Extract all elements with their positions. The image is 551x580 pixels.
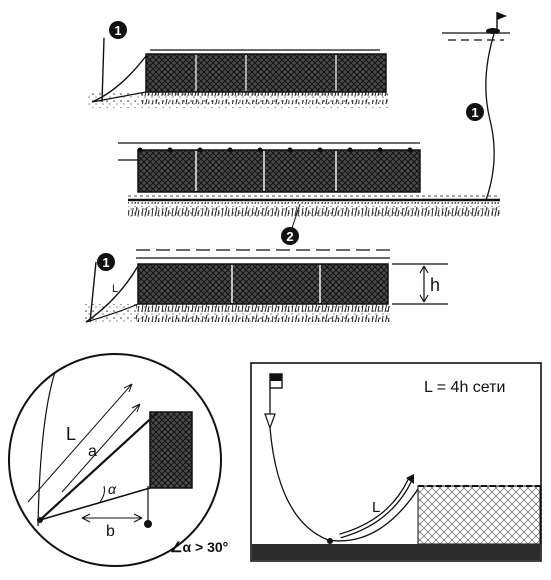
length-label: L bbox=[112, 283, 118, 295]
panel-top-net: 1 bbox=[88, 21, 388, 108]
marker-pole bbox=[101, 37, 105, 103]
svg-text:2: 2 bbox=[286, 229, 293, 244]
net-panel bbox=[145, 53, 387, 93]
net-panel bbox=[137, 149, 421, 193]
net-panel bbox=[417, 485, 541, 545]
formula-panel: L = 4h сети L bbox=[250, 362, 542, 562]
alpha-label: α bbox=[108, 481, 117, 497]
a-label: a bbox=[88, 443, 97, 460]
marker-number-two: 2 bbox=[281, 227, 299, 245]
buoy-flag-icon bbox=[486, 12, 507, 34]
marker-number-one: 1 bbox=[97, 253, 115, 271]
formula-text: L = 4h сети bbox=[424, 379, 505, 396]
b-label: b bbox=[106, 523, 115, 540]
svg-text:1: 1 bbox=[102, 255, 109, 270]
panel-net-height: L h 1 bbox=[84, 249, 448, 324]
angle-detail-circle: L a α b bbox=[8, 353, 222, 567]
panel-middle-net: 2 bbox=[118, 142, 500, 245]
buoy-line bbox=[485, 33, 495, 201]
marker-number-one: 1 bbox=[466, 103, 484, 121]
rope-length-label: L bbox=[372, 499, 380, 516]
svg-text:1: 1 bbox=[114, 23, 121, 38]
net-panel bbox=[137, 263, 389, 305]
svg-text:1: 1 bbox=[471, 105, 478, 120]
seabed bbox=[252, 544, 540, 560]
buoy-flag-icon bbox=[264, 373, 283, 430]
panel-buoy: 1 bbox=[442, 12, 510, 201]
net-panel bbox=[149, 411, 193, 489]
net-seams bbox=[195, 55, 337, 91]
height-dimension bbox=[392, 263, 448, 305]
angle-rule-text: ∠α > 30° bbox=[170, 539, 228, 555]
circle-length-label: L bbox=[66, 424, 76, 444]
height-label: h bbox=[430, 275, 440, 295]
marker-number-one: 1 bbox=[109, 21, 127, 39]
